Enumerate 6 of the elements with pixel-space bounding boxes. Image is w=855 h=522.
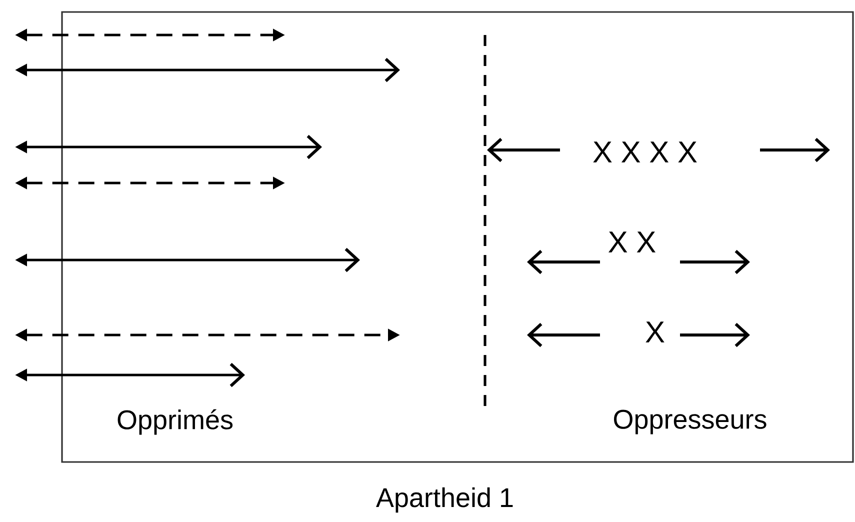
label-text: Oppresseurs: [614, 410, 766, 434]
caption: Apartheid 1: [376, 487, 513, 513]
label-text: Opprimés: [118, 409, 233, 435]
label-text: X: [646, 322, 664, 342]
label-text: X X X X: [593, 142, 697, 162]
label-text: X X: [608, 232, 656, 252]
